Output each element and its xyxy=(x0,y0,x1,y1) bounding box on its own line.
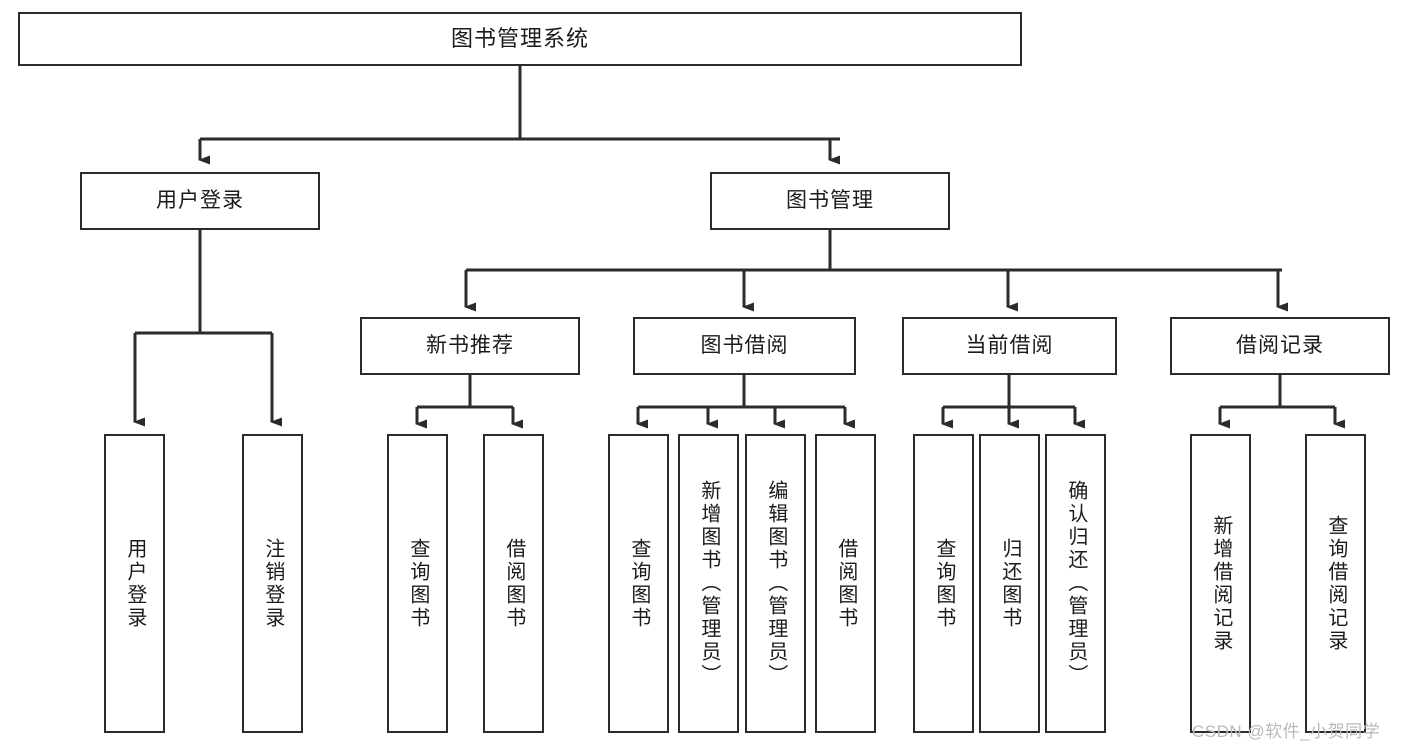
leaf-borrow-book-label: 借阅图书 xyxy=(834,537,857,630)
leaf-user-login[interactable]: 用户登录 xyxy=(104,434,165,733)
leaf-confirm-return-admin[interactable]: 确认归还（管理员） xyxy=(1045,434,1106,733)
leaf-query-borrow-record-label: 查询借阅记录 xyxy=(1324,514,1347,653)
leaf-query-book-current[interactable]: 查询图书 xyxy=(913,434,974,733)
node-borrow-record[interactable]: 借阅记录 xyxy=(1170,317,1390,375)
node-book-management[interactable]: 图书管理 xyxy=(710,172,950,230)
node-root-label: 图书管理系统 xyxy=(450,25,589,51)
leaf-query-book-borrow[interactable]: 查询图书 xyxy=(608,434,669,733)
leaf-return-book[interactable]: 归还图书 xyxy=(979,434,1040,733)
leaf-borrow-book-recommend-label: 借阅图书 xyxy=(502,537,525,630)
leaf-query-book-recommend[interactable]: 查询图书 xyxy=(387,434,448,733)
node-borrow-record-label: 借阅记录 xyxy=(1236,334,1324,358)
leaf-borrow-book-recommend[interactable]: 借阅图书 xyxy=(483,434,544,733)
node-book-management-label: 图书管理 xyxy=(786,189,874,213)
node-new-book-recommend[interactable]: 新书推荐 xyxy=(360,317,580,375)
leaf-query-book-recommend-label: 查询图书 xyxy=(406,537,429,630)
leaf-logout[interactable]: 注销登录 xyxy=(242,434,303,733)
leaf-return-book-label: 归还图书 xyxy=(998,537,1021,630)
leaf-add-book-admin[interactable]: 新增图书（管理员） xyxy=(678,434,739,733)
leaf-logout-label: 注销登录 xyxy=(261,537,284,630)
csdn-watermark: CSDN @软件_小贺同学 xyxy=(1192,722,1381,741)
node-new-book-recommend-label: 新书推荐 xyxy=(426,334,514,358)
node-current-borrow-label: 当前借阅 xyxy=(965,334,1054,358)
leaf-edit-book-admin[interactable]: 编辑图书（管理员） xyxy=(745,434,806,733)
leaf-confirm-return-admin-label: 确认归还（管理员） xyxy=(1064,480,1087,687)
leaf-user-login-label: 用户登录 xyxy=(123,537,146,630)
leaf-add-borrow-record-label: 新增借阅记录 xyxy=(1209,514,1232,653)
node-user-login-label: 用户登录 xyxy=(156,189,244,213)
leaf-query-borrow-record[interactable]: 查询借阅记录 xyxy=(1305,434,1366,733)
leaf-add-borrow-record[interactable]: 新增借阅记录 xyxy=(1190,434,1251,733)
leaf-add-book-admin-label: 新增图书（管理员） xyxy=(697,480,720,687)
node-book-borrow-label: 图书借阅 xyxy=(700,334,789,358)
node-book-borrow[interactable]: 图书借阅 xyxy=(633,317,856,375)
node-current-borrow[interactable]: 当前借阅 xyxy=(902,317,1117,375)
node-root-book-management-system[interactable]: 图书管理系统 xyxy=(18,12,1022,66)
leaf-edit-book-admin-label: 编辑图书（管理员） xyxy=(764,480,787,687)
leaf-query-book-borrow-label: 查询图书 xyxy=(627,537,650,630)
leaf-query-book-current-label: 查询图书 xyxy=(932,537,955,630)
node-user-login[interactable]: 用户登录 xyxy=(80,172,320,230)
leaf-borrow-book[interactable]: 借阅图书 xyxy=(815,434,876,733)
